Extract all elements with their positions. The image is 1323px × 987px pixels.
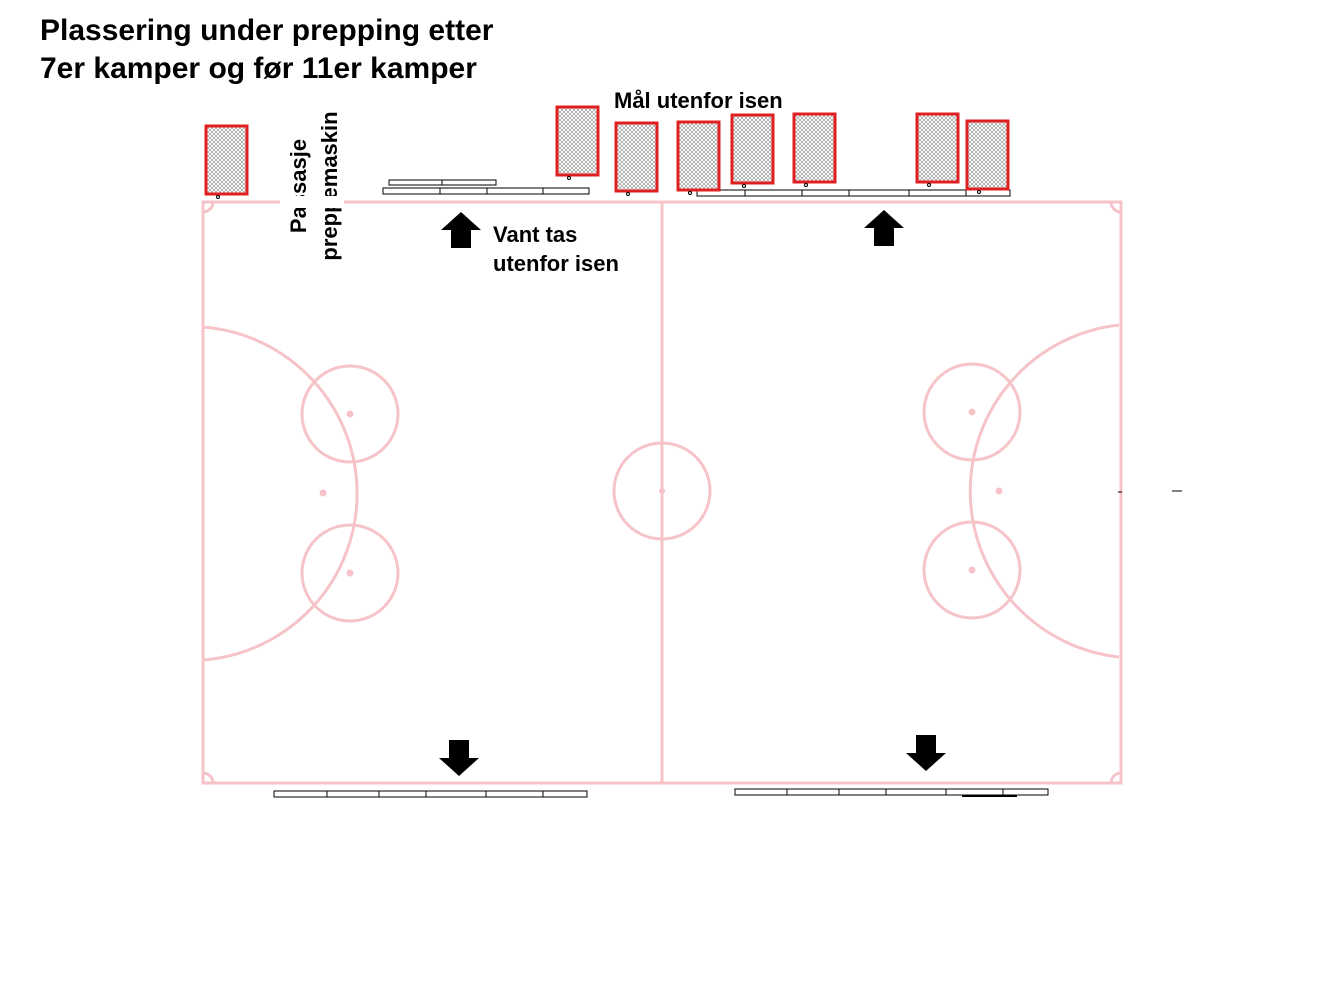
faceoff-dot — [346, 569, 354, 577]
faceoff-dots — [319, 408, 1003, 577]
hockey-goal-icon — [915, 112, 960, 187]
corner-mark-tl — [202, 201, 215, 214]
hockey-goal-icon — [730, 113, 775, 188]
board-stack-top-right — [696, 189, 1011, 197]
arrow-up-icon — [441, 212, 481, 248]
left-zone-arc — [202, 325, 359, 662]
boards-gap — [280, 196, 344, 208]
right-zone-arc — [968, 323, 1120, 659]
boards-label-line-1: Vant tas — [493, 222, 578, 247]
hockey-goal-icon — [676, 120, 721, 195]
hockey-goal-icon — [204, 124, 249, 199]
hockey-goal-icon — [792, 112, 837, 187]
boards-outside-label: Vant tas utenfor isen — [493, 220, 619, 278]
hockey-goal-icon — [555, 105, 600, 180]
hockey-goal-icon — [965, 119, 1010, 194]
board-stacks — [273, 179, 1049, 798]
board-stack-bottom-right — [734, 788, 1049, 797]
center-dot — [659, 488, 665, 494]
right-faceoff-circle-bottom — [922, 520, 1022, 620]
arrows — [439, 210, 946, 776]
goals — [204, 105, 1010, 199]
arrow-down-icon — [439, 740, 479, 776]
corner-mark-tr — [1109, 201, 1122, 214]
title-line-2: 7er kamper og før 11er kamper — [40, 52, 477, 85]
faceoff-dot — [968, 408, 976, 416]
faceoff-dot — [995, 487, 1003, 495]
center-circle — [612, 441, 712, 541]
hockey-goal-icon — [614, 121, 659, 196]
left-faceoff-circle-bottom — [300, 523, 400, 623]
boards-label-line-2: utenfor isen — [493, 251, 619, 276]
faceoff-dot — [346, 410, 354, 418]
corner-mark-br — [1109, 771, 1122, 784]
arrow-down-icon — [906, 735, 946, 771]
diagram-title: Plassering under prepping etter 7er kamp… — [40, 12, 493, 88]
right-faceoff-circle-top — [922, 362, 1022, 462]
left-faceoff-circle-top — [300, 364, 400, 464]
faceoff-dot — [319, 489, 327, 497]
arrow-up-icon — [864, 210, 904, 246]
board-stack-top-left — [382, 179, 590, 195]
faceoff-dot — [968, 566, 976, 574]
board-stack-bottom-left — [273, 790, 588, 798]
corner-mark-bl — [202, 771, 215, 784]
title-line-1: Plassering under prepping etter — [40, 14, 494, 47]
goals-outside-label: Mål utenfor isen — [614, 88, 783, 113]
